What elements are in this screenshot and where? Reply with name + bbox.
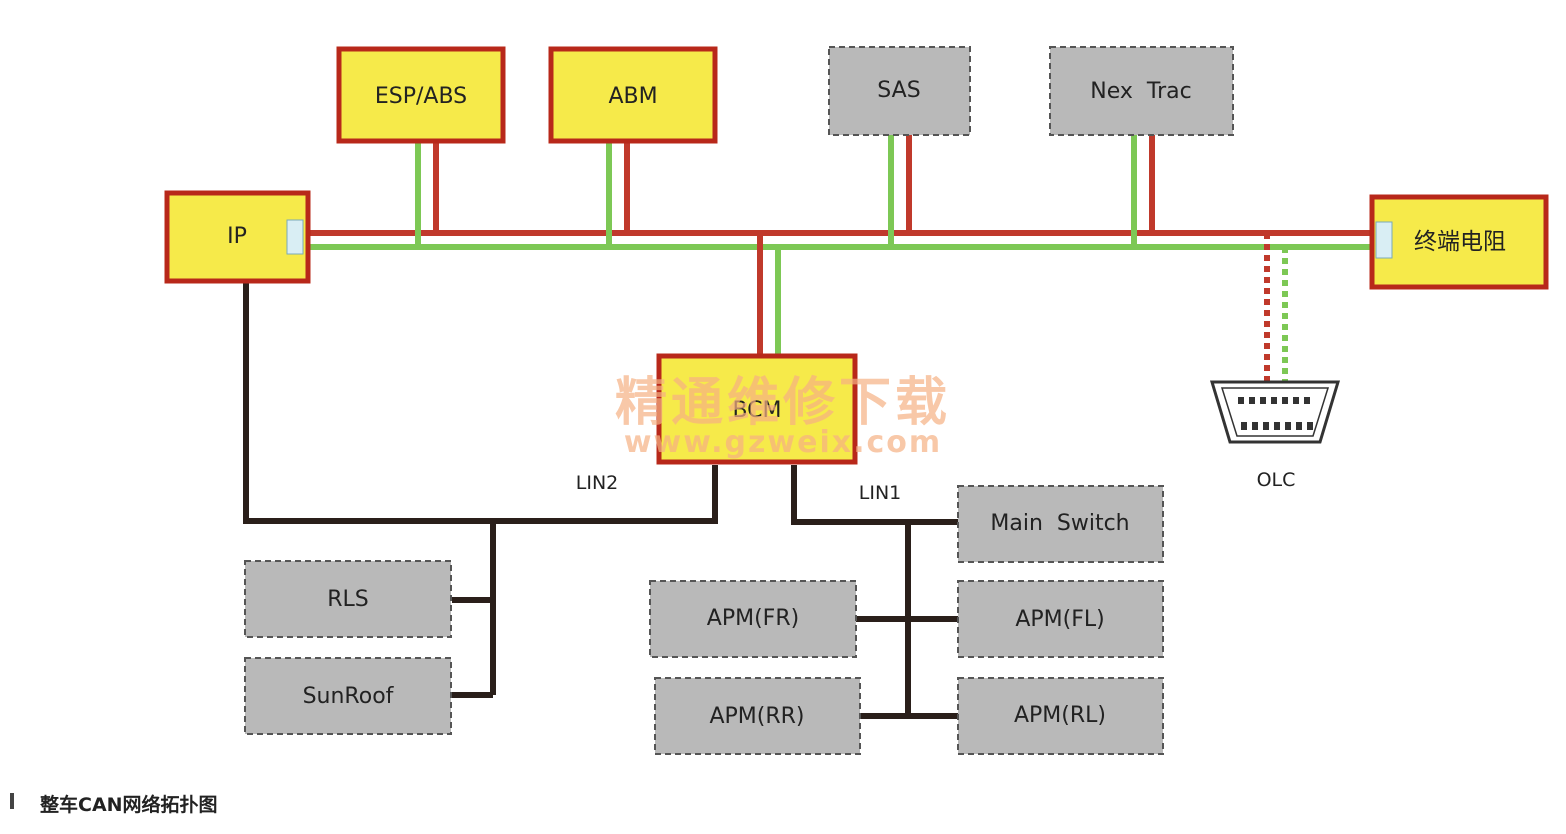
node-abm: ABM (548, 46, 718, 144)
node-apm-fr: APM(FR) (649, 580, 857, 658)
can-bus (308, 230, 1372, 250)
svg-text:APM(RL): APM(RL) (1014, 703, 1106, 728)
svg-text:ESP/ABS: ESP/ABS (375, 84, 467, 109)
olc-pins-bottom (1241, 422, 1313, 430)
watermark: 精通维修下载 www.gzweix.com (615, 372, 951, 460)
node-main-switch: Main Switch (957, 485, 1164, 563)
svg-text:Main Switch: Main Switch (990, 511, 1129, 536)
ip-termination (286, 219, 304, 255)
svg-text:RLS: RLS (327, 587, 369, 612)
node-bcm: BCM (656, 353, 858, 465)
node-esp-abs: ESP/ABS (336, 46, 506, 144)
lin2-label: LIN2 (576, 472, 619, 494)
svg-text:APM(FL): APM(FL) (1015, 607, 1104, 632)
svg-text:IP: IP (227, 224, 247, 249)
node-nex-trac: Nex Trac (1049, 46, 1234, 136)
olc-label: OLC (1257, 469, 1296, 491)
node-apm-rr: APM(RR) (654, 677, 861, 755)
svg-text:终端电阻: 终端电阻 (1414, 229, 1506, 255)
svg-text:BCM: BCM (732, 398, 781, 423)
svg-text:Nex Trac: Nex Trac (1090, 79, 1191, 104)
caption-marker (10, 793, 14, 809)
lin1-label: LIN1 (859, 482, 902, 504)
figure-caption: 整车CAN网络拓扑图 (40, 794, 218, 816)
svg-text:精通维修下载: 精通维修下载 (615, 372, 951, 433)
node-terminal-resistor: 终端电阻 (1369, 194, 1549, 290)
node-apm-rl: APM(RL) (957, 677, 1164, 755)
svg-text:www.gzweix.com: www.gzweix.com (624, 425, 942, 460)
svg-text:ABM: ABM (608, 84, 657, 109)
svg-text:SAS: SAS (877, 78, 920, 103)
terminal-termination (1375, 221, 1393, 259)
olc-pins-top (1238, 397, 1310, 404)
can-drops (415, 135, 1288, 385)
node-sunroof: SunRoof (244, 657, 452, 735)
olc-connector-icon (1209, 380, 1341, 444)
node-sas: SAS (828, 46, 971, 136)
node-apm-fl: APM(FL) (957, 580, 1164, 658)
node-ip: IP (164, 190, 311, 284)
lin-lines (243, 280, 958, 719)
node-rls: RLS (244, 560, 452, 638)
svg-text:SunRoof: SunRoof (303, 684, 395, 709)
svg-text:APM(FR): APM(FR) (707, 606, 799, 631)
svg-text:APM(RR): APM(RR) (709, 704, 804, 729)
